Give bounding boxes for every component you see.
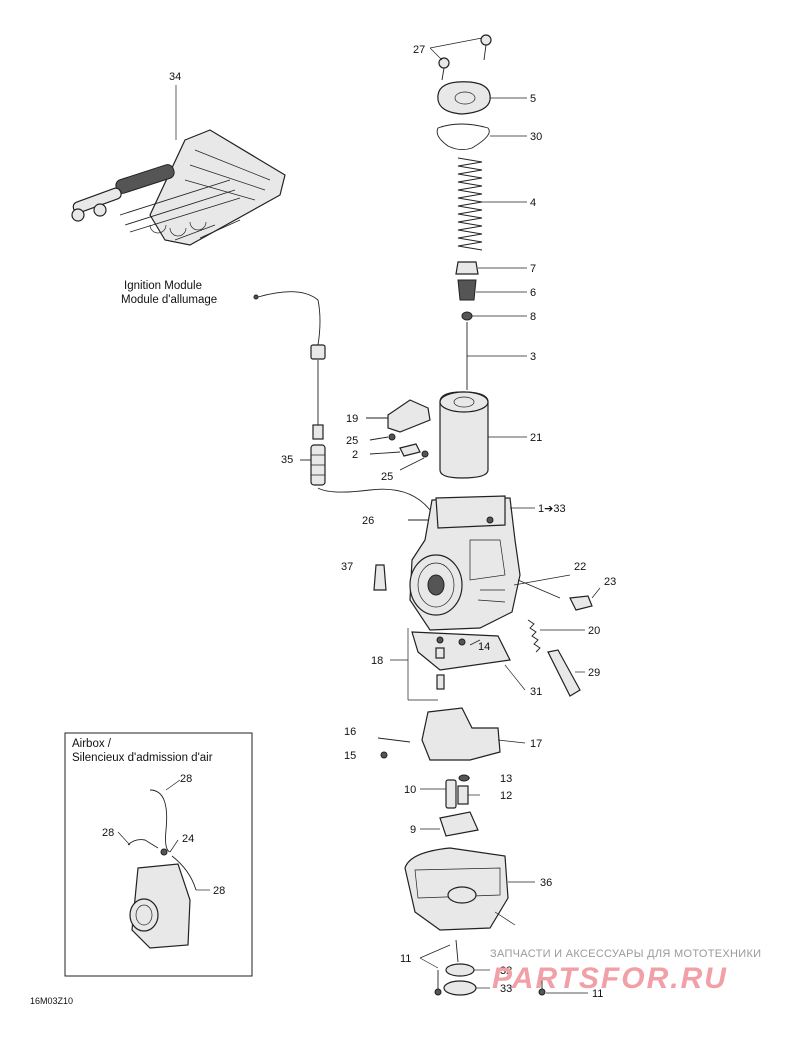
- cover-gasket: [436, 123, 490, 151]
- throttle-slide: [439, 391, 489, 479]
- carburetor-body: [409, 495, 521, 631]
- ignition-title-fr: Module d'allumage: [121, 294, 217, 306]
- callout-11b: 11: [592, 988, 603, 1000]
- callout-35: 35: [281, 454, 293, 466]
- callout-7: 7: [530, 263, 536, 275]
- spring: [457, 157, 483, 251]
- float-17: [421, 707, 501, 761]
- callout-19: 19: [346, 413, 358, 425]
- callout-12: 12: [500, 790, 512, 802]
- callout-36: 36: [540, 877, 552, 889]
- callout-2: 2: [352, 449, 358, 461]
- fitting-24: [160, 848, 168, 856]
- callout-25a: 25: [346, 435, 358, 447]
- callout-3: 3: [530, 351, 536, 363]
- e-clip: [461, 311, 473, 321]
- airbox-title-en: Airbox /: [72, 738, 112, 750]
- callout-6: 6: [530, 287, 536, 299]
- jet-32: [445, 963, 475, 977]
- callout-4: 4: [530, 197, 536, 209]
- choke-lever-19: [387, 399, 431, 433]
- callout-28c: 28: [213, 885, 225, 897]
- callout-1-33: 1➔33: [538, 503, 566, 515]
- callout-34: 34: [169, 71, 181, 83]
- callout-37: 37: [341, 561, 353, 573]
- screw-25a: [388, 433, 396, 441]
- callout-26: 26: [362, 515, 374, 527]
- watermark-logo: PARTSFOR.RU: [492, 962, 728, 995]
- callout-23: 23: [604, 576, 616, 588]
- callout-11a: 11: [400, 953, 411, 965]
- callout-15: 15: [344, 750, 356, 762]
- callout-30: 30: [530, 131, 542, 143]
- callout-28b: 28: [102, 827, 114, 839]
- carburetor-cover: [437, 81, 491, 115]
- cable-22: [517, 579, 561, 599]
- plate-2: [399, 443, 421, 457]
- spring-seat: [455, 261, 479, 275]
- drawing-code: 16M03Z10: [30, 996, 73, 1006]
- callout-24: 24: [182, 833, 194, 845]
- callout-17: 17: [530, 738, 542, 750]
- callout-31: 31: [530, 686, 542, 698]
- callout-13: 13: [500, 773, 512, 785]
- callout-10: 10: [404, 784, 416, 796]
- float-9: [439, 811, 479, 837]
- connector: [310, 344, 326, 360]
- main-jet: [455, 939, 459, 963]
- ignition-title-en: Ignition Module: [124, 280, 202, 292]
- cap-23: [569, 595, 593, 611]
- hose-28a: [149, 789, 171, 853]
- callout-33: 33: [500, 983, 512, 995]
- plate-31: [411, 631, 511, 671]
- pin-16: [377, 737, 411, 743]
- airbox-title-fr: Silencieux d'admission d'air: [72, 752, 213, 764]
- hose-28b: [127, 839, 159, 849]
- callout-20: 20: [588, 625, 600, 637]
- callout-22: 22: [574, 561, 586, 573]
- air-screw-37: [373, 564, 387, 591]
- callout-5: 5: [530, 93, 536, 105]
- callout-18: 18: [371, 655, 383, 667]
- airbox-carburetor: [129, 863, 191, 949]
- needle-valve-10: [445, 779, 457, 809]
- ignition-wire: [257, 291, 321, 346]
- needle-holder: [457, 279, 477, 301]
- callout-9: 9: [410, 824, 416, 836]
- callout-16: 16: [344, 726, 356, 738]
- spring-20: [527, 619, 541, 653]
- callout-25b: 25: [381, 471, 393, 483]
- watermark-caption: ЗАПЧАСТИ И АКСЕССУАРЫ ДЛЯ МОТОТЕХНИКИ: [490, 948, 761, 960]
- screw-15: [380, 751, 388, 759]
- adjuster-29: [547, 649, 581, 697]
- airbox-inset: [64, 732, 253, 977]
- callout-29: 29: [588, 667, 600, 679]
- callout-8: 8: [530, 311, 536, 323]
- callout-28a: 28: [180, 773, 192, 785]
- callout-21: 21: [530, 432, 542, 444]
- screw-27: [438, 34, 492, 81]
- float-bowl: [404, 847, 509, 931]
- callout-14: 14: [478, 641, 490, 653]
- tool-kit: [71, 129, 286, 246]
- callout-32: 32: [500, 965, 512, 977]
- ring-13: [458, 774, 470, 782]
- leader-lines: [117, 37, 601, 994]
- hose-28c: [171, 855, 197, 891]
- plug-33: [443, 980, 477, 996]
- screw-25b: [421, 450, 429, 458]
- callout-27: 27: [413, 44, 425, 56]
- jet-12: [457, 785, 469, 805]
